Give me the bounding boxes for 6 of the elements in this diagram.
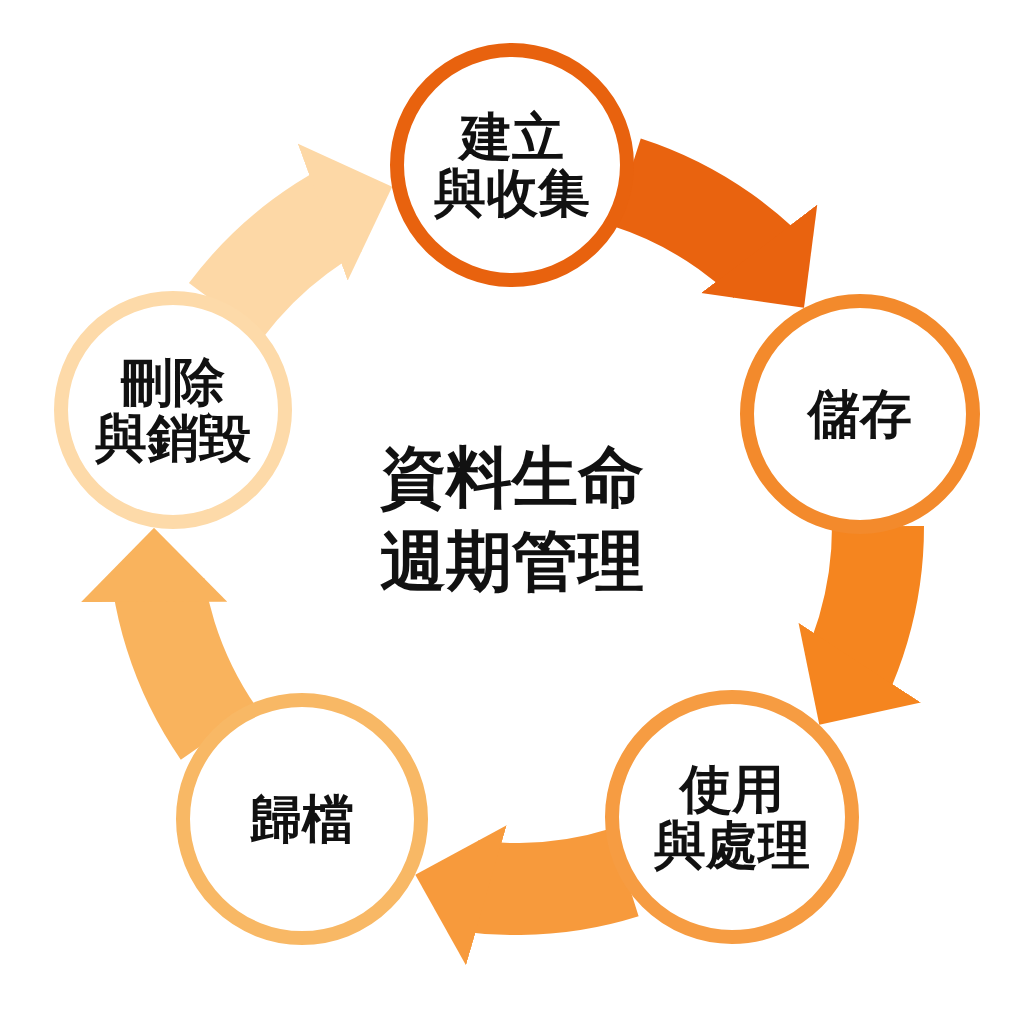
center-title: 資料生命週期管理 — [379, 438, 645, 602]
stage-label: 儲存 — [807, 385, 912, 442]
stage-label: 歸檔 — [250, 791, 355, 848]
stage-label: 使用與處理 — [654, 761, 811, 874]
stage-label: 刪除與銷毀 — [95, 354, 252, 467]
stage-label: 建立與收集 — [434, 108, 591, 222]
